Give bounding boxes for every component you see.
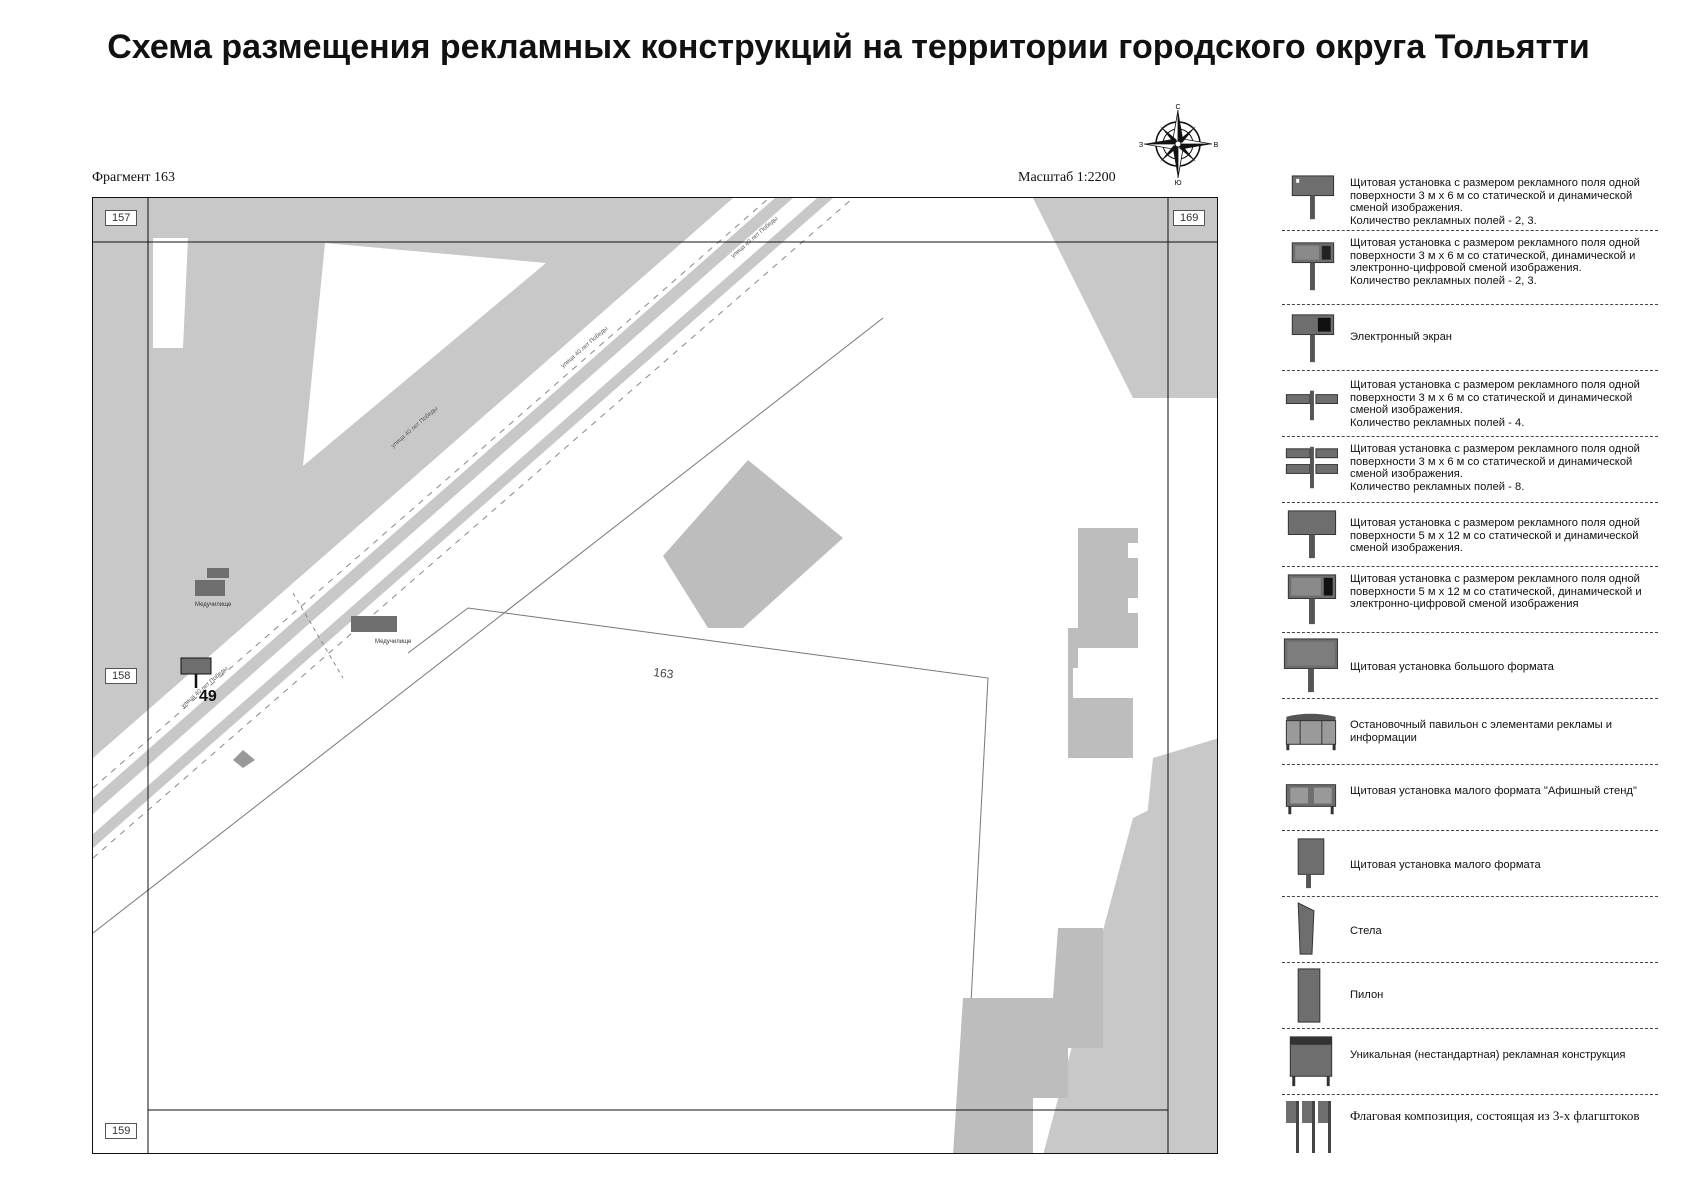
terrain-southeast <box>1043 798 1173 1153</box>
billboard-static-dynamic-icon <box>1291 175 1335 220</box>
legend-item-3: Электронный экран <box>1282 305 1658 371</box>
neighbor-fragment-169[interactable]: 169 <box>1173 210 1206 226</box>
page-title: Схема размещения рекламных конструкций н… <box>107 28 1590 66</box>
small-format-billboard-icon <box>1297 838 1325 889</box>
legend-item-11: Щитовая установка малого формата <box>1282 831 1658 897</box>
legend-text-9: Остановочный павильон с элементами рекла… <box>1350 719 1613 744</box>
scale-label: Масштаб 1:2200 <box>1018 170 1116 185</box>
flag-composition-icon <box>1286 1101 1331 1153</box>
billboard-5x12-digital-icon <box>1287 574 1337 625</box>
road-median-1 <box>93 198 793 814</box>
placement-49-marker[interactable] <box>180 657 212 688</box>
legend-text-14: Уникальная (нестандартная) рекламная кон… <box>1350 1049 1626 1061</box>
legend-item-5: Щитовая установка с размером рекламного … <box>1282 437 1658 503</box>
legend-text-12: Стела <box>1350 925 1382 937</box>
compass-south: Ю <box>1174 180 1181 186</box>
electronic-screen-icon <box>1291 314 1335 363</box>
placement-number: 49 <box>199 688 217 705</box>
bus-stop-pavilion-icon <box>1285 713 1337 751</box>
legend-text-13: Пилон <box>1350 989 1384 1001</box>
legend-item-7: Щитовая установка с размером рекламного … <box>1282 567 1658 633</box>
billboard-5x12-icon <box>1287 510 1337 559</box>
neighbor-fragment-159[interactable]: 159 <box>105 1123 138 1139</box>
bus-stop-1[interactable] <box>195 568 229 596</box>
legend-item-4: Щитовая установка с размером рекламного … <box>1282 371 1658 437</box>
neighbor-fragment-158[interactable]: 158 <box>105 668 138 684</box>
legend-text-4: Щитовая установка с размером рекламного … <box>1350 379 1640 429</box>
bus-stop-2[interactable] <box>351 616 397 632</box>
unique-construction-icon <box>1289 1036 1333 1087</box>
terrain-northeast <box>1033 198 1217 398</box>
legend-text-11: Щитовая установка малого формата <box>1350 859 1541 871</box>
billboard-digital-icon <box>1291 242 1335 291</box>
road-median-2 <box>93 198 833 848</box>
legend-item-12: Стела <box>1282 897 1658 963</box>
map-canvas: Медучилище Медучилище улица 40 лет Побед… <box>93 198 1217 1153</box>
legend: Щитовая установка с размером рекламного … <box>1282 171 1658 1157</box>
legend-text-3: Электронный экран <box>1350 331 1452 343</box>
legend-text-1: Щитовая установка с размером рекламного … <box>1350 177 1640 227</box>
legend-text-5: Щитовая установка с размером рекламного … <box>1350 443 1640 493</box>
stop-label-1: Медучилище <box>195 602 232 608</box>
legend-item-6: Щитовая установка с размером рекламного … <box>1282 503 1658 567</box>
map-frame[interactable]: Медучилище Медучилище улица 40 лет Побед… <box>92 197 1218 1154</box>
fragment-label: Фрагмент 163 <box>92 170 176 185</box>
billboard-four-sides-icon <box>1285 390 1338 421</box>
legend-text-15: Флаговая композиция, состоящая из 3-х фл… <box>1350 1108 1640 1123</box>
legend-text-6: Щитовая установка с размером рекламного … <box>1350 517 1640 554</box>
legend-text-7: Щитовая установка с размером рекламного … <box>1350 573 1642 610</box>
legend-item-10: Щитовая установка малого формата "Афишны… <box>1282 765 1658 831</box>
compass-west: З <box>1139 142 1143 149</box>
pylon-icon <box>1297 968 1321 1023</box>
building-central <box>663 460 843 628</box>
compass-north: С <box>1175 104 1180 111</box>
legend-item-2: Щитовая установка с размером рекламного … <box>1282 231 1658 305</box>
legend-text-10: Щитовая установка малого формата "Афишны… <box>1350 785 1637 797</box>
legend-item-1: Щитовая установка с размером рекламного … <box>1282 171 1658 231</box>
neighbor-fragment-157[interactable]: 157 <box>105 210 138 226</box>
stop-label-2: Медучилище <box>375 639 412 645</box>
stele-icon <box>1297 902 1315 955</box>
legend-item-9: Остановочный павильон с элементами рекла… <box>1282 699 1658 765</box>
legend-text-2: Щитовая установка с размером рекламного … <box>1350 237 1640 287</box>
open-field <box>303 243 546 466</box>
legend-item-14: Уникальная (нестандартная) рекламная кон… <box>1282 1029 1658 1095</box>
parcel-163-outline <box>407 607 989 1153</box>
road-avenue <box>93 198 883 878</box>
small-structure <box>233 750 255 768</box>
field-patch <box>153 238 188 348</box>
legend-item-15: Флаговая композиция, состоящая из 3-х фл… <box>1282 1095 1658 1157</box>
legend-item-8: Щитовая установка большого формата <box>1282 633 1658 699</box>
building-southeast <box>953 928 1103 1153</box>
building-east <box>1068 528 1138 758</box>
compass-rose-icon: С Ю В З <box>1139 104 1218 186</box>
fragment-number: 163 <box>653 665 675 681</box>
poster-stand-icon <box>1285 784 1337 815</box>
legend-text-8: Щитовая установка большого формата <box>1350 661 1554 673</box>
compass-east: В <box>1214 142 1218 149</box>
billboard-eight-sides-icon <box>1285 446 1338 489</box>
legend-item-13: Пилон <box>1282 963 1658 1029</box>
large-format-billboard-icon <box>1283 638 1338 693</box>
